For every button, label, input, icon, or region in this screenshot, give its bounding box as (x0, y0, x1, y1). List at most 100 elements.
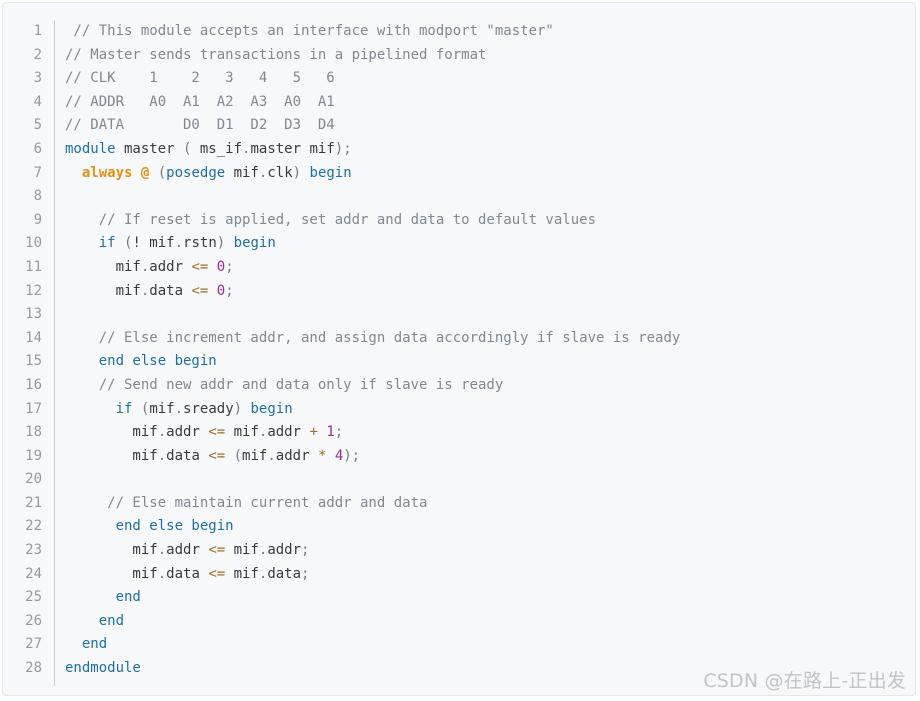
code-token-plain: sready (183, 400, 234, 417)
line-number: 22 (25, 518, 42, 535)
code-token-plain: master (115, 140, 184, 157)
code-token-keyword: endmodule (65, 660, 141, 677)
code-token-plain (208, 283, 216, 299)
code-line: end else begin (65, 350, 905, 374)
code-token-punct: ; (334, 424, 344, 441)
line-number: 8 (33, 188, 42, 205)
code-token-keyword: if (115, 400, 133, 417)
code-token-plain: mif (65, 447, 158, 464)
code-token-op: + (309, 424, 318, 441)
line-number: 28 (25, 660, 42, 677)
line-number: 25 (25, 589, 42, 606)
code-token-plain (301, 165, 309, 181)
line-number: 10 (25, 235, 42, 252)
code-line: // Send new addr and data only if slave … (65, 374, 905, 398)
code-token-plain (132, 401, 140, 417)
code-line: mif.data <= (mif.addr * 4); (65, 445, 905, 469)
code-token-punct: ) (292, 164, 302, 181)
code-line: // Master sends transactions in a pipeli… (65, 44, 905, 68)
code-token-comment: // This module accepts an interface with… (65, 23, 554, 39)
code-token-plain: master mif (250, 140, 335, 157)
code-token-comment: // Else increment addr, and assign data … (65, 329, 681, 346)
code-token-plain: mif (65, 282, 141, 299)
code-token-plain (65, 235, 99, 251)
code-token-plain (116, 235, 124, 251)
line-number: 17 (25, 400, 42, 417)
code-token-plain: ! mif (132, 235, 175, 252)
code-line: mif.addr <= mif.addr + 1; (65, 421, 905, 445)
code-token-number: 0 (216, 258, 226, 275)
code-token-number: 1 (326, 424, 335, 441)
code-token-comment: // Send new addr and data only if slave … (65, 376, 504, 393)
code-token-plain: mif (65, 542, 158, 559)
code-token-punct: . (157, 447, 167, 464)
code-token-punct: . (258, 542, 268, 559)
code-line: // Else maintain current addr and data (65, 492, 905, 516)
code-token-punct: . (258, 565, 268, 582)
code-token-plain (65, 165, 82, 181)
code-content[interactable]: // This module accepts an interface with… (65, 20, 905, 681)
code-token-plain: mif (65, 565, 158, 582)
code-token-punct: ); (334, 140, 352, 157)
line-number: 3 (33, 70, 42, 87)
code-token-op: <= (208, 565, 226, 582)
code-token-keyword: if (98, 235, 116, 252)
code-token-op: <= (208, 424, 226, 441)
code-token-comment: // Master sends transactions in a pipeli… (65, 46, 487, 63)
code-token-plain: mif (225, 164, 259, 181)
line-number: 6 (33, 140, 42, 157)
code-token-punct: . (258, 424, 268, 441)
code-token-punct: . (157, 565, 167, 582)
code-token-punct: ; (225, 282, 234, 299)
code-token-op: <= (208, 447, 226, 464)
code-line: end else begin (65, 515, 905, 539)
code-token-plain (65, 518, 116, 534)
line-number: 7 (33, 164, 42, 181)
line-number: 16 (25, 376, 42, 393)
code-token-plain (65, 589, 116, 605)
code-token-plain: mif (225, 542, 259, 559)
code-token-punct: . (140, 258, 150, 275)
code-line: end (65, 610, 905, 634)
line-number: 4 (33, 93, 42, 110)
code-token-punct: . (157, 424, 167, 441)
watermark: CSDN @在路上-正出发 (703, 670, 906, 692)
code-token-plain: rstn (183, 235, 217, 252)
code-token-plain (326, 448, 334, 464)
code-line: mif.addr <= 0; (65, 256, 905, 280)
line-number: 5 (33, 117, 42, 134)
line-number: 26 (25, 612, 42, 629)
code-token-plain: mif (242, 447, 268, 464)
code-token-comment: // ADDR A0 A1 A2 A3 A0 A1 (65, 93, 335, 110)
code-line: mif.data <= mif.data; (65, 563, 905, 587)
code-token-plain: ms_if (191, 140, 243, 157)
line-number: 11 (25, 258, 42, 275)
line-number: 15 (25, 353, 42, 370)
code-token-keyword: begin (309, 164, 352, 181)
code-token-plain (208, 259, 216, 275)
code-token-punct: . (242, 140, 251, 157)
line-number: 18 (25, 424, 42, 441)
code-line: end (65, 586, 905, 610)
code-line: // If reset is applied, set addr and dat… (65, 209, 905, 233)
code-line: module master ( ms_if.master mif); (65, 138, 905, 162)
code-token-punct: . (174, 400, 184, 417)
code-token-plain: addr (166, 542, 209, 559)
code-token-punct: . (140, 282, 150, 299)
line-number: 27 (25, 636, 42, 653)
code-token-punct: ( (124, 235, 133, 252)
code-token-keyword: end (98, 612, 125, 629)
code-token-comment: // If reset is applied, set addr and dat… (65, 211, 597, 228)
code-token-keyword: posedge (166, 164, 226, 181)
line-number: 9 (33, 211, 42, 228)
code-token-plain: data (166, 565, 209, 582)
line-number: 12 (25, 282, 42, 299)
code-line (65, 303, 905, 327)
code-token-plain (225, 448, 233, 464)
code-line: if (! mif.rstn) begin (65, 232, 905, 256)
code-token-plain: addr (149, 258, 192, 275)
code-line (65, 468, 905, 492)
code-token-comment: // Else maintain current addr and data (65, 494, 428, 511)
code-token-op: <= (208, 542, 226, 559)
